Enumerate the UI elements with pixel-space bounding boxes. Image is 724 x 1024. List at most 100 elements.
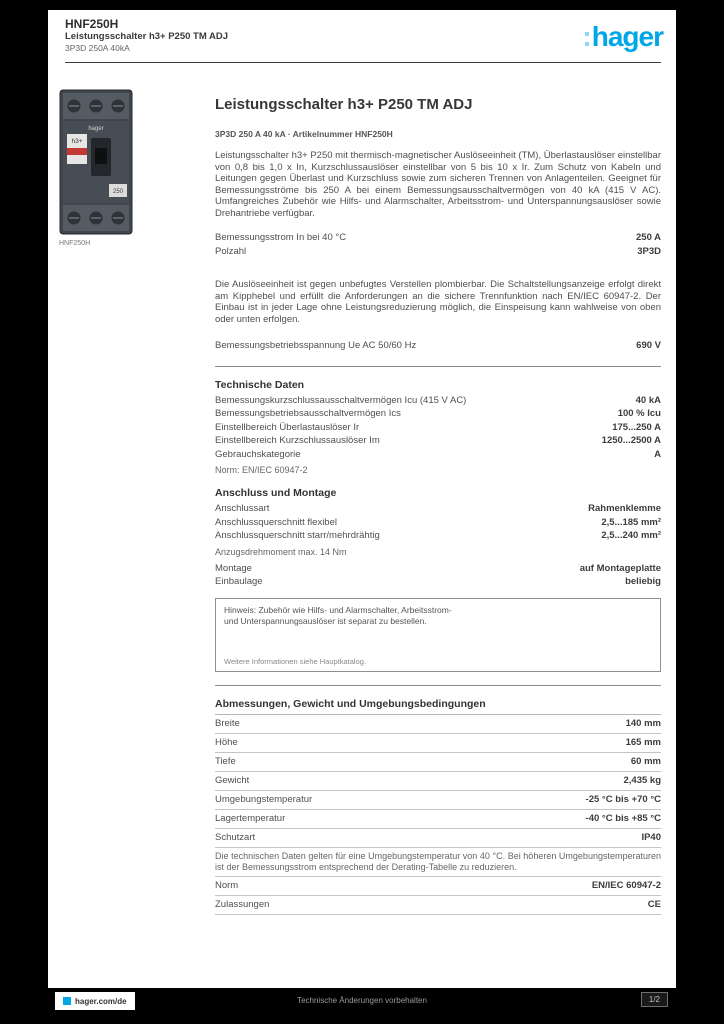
spec-value: A [654, 448, 661, 460]
accessory-note-footer: Weitere Informationen siehe Hauptkatalog… [224, 656, 367, 666]
section-divider [215, 365, 661, 367]
spec-value: 40 kA [635, 394, 661, 406]
spec-value: auf Montageplatte [579, 562, 661, 574]
spec-row: Bemessungsbetriebsspannung Ue AC 50/60 H… [215, 340, 661, 353]
footer-website-text: hager.com/de [75, 996, 127, 1006]
table-cell-label: Gewicht [215, 774, 250, 786]
section-title-technical: Technische Daten [215, 378, 305, 391]
table-cell-label: Norm [215, 879, 239, 891]
spec-row: Anschlussart Rahmenklemme [215, 503, 661, 516]
table-cell-value: EN/IEC 60947-2 [591, 879, 661, 891]
table-cell-value: 60 mm [630, 755, 661, 767]
product-description-2: Die Auslöseeinheit ist gegen unbefugtes … [215, 279, 661, 325]
section-divider [215, 684, 661, 686]
table-cell-value: -40 °C bis +85 °C [585, 812, 661, 824]
spec-row: Einbaulage beliebig [215, 576, 661, 589]
table-cell-value: 2,435 kg [623, 774, 662, 786]
spec-value: 175...250 A [612, 421, 661, 433]
table-cell-value: -25 °C bis +70 °C [585, 793, 661, 805]
spec-row: Montage auf Montageplatte [215, 563, 661, 576]
spec-value: Rahmenklemme [588, 503, 661, 514]
spec-value: 2,5...185 mm² [601, 516, 661, 528]
page-title: Leistungsschalter h3+ P250 TM ADJ [215, 96, 473, 113]
spec-row: Bemessungskurzschlussausschaltvermögen I… [215, 395, 661, 408]
hager-logo-text: hager [591, 21, 664, 52]
table-row: Breite 140 mm [215, 715, 661, 734]
spec-label: Bemessungskurzschlussausschaltvermögen I… [215, 394, 467, 406]
figure-caption: HNF250H [59, 240, 91, 247]
breaker-rating-label: 250 [113, 189, 124, 195]
spec-row: Polzahl 3P3D [215, 246, 661, 259]
table-cell-label: Zulassungen [215, 898, 270, 910]
spec-row: Anschlussquerschnitt starr/mehrdrähtig 2… [215, 530, 661, 543]
footer-disclaimer: Technische Änderungen vorbehalten [297, 996, 427, 1005]
hager-footer-logo-icon [63, 997, 71, 1005]
header-title-block: HNF250H Leistungsschalter h3+ P250 TM AD… [65, 17, 228, 54]
spec-value: 690 V [636, 340, 661, 351]
spec-row: Gebrauchskategorie A [215, 449, 661, 462]
dimensions-table: Breite 140 mm Höhe 165 mm Tiefe 60 mm Ge… [215, 713, 661, 915]
spec-label: Anschlussquerschnitt flexibel [215, 516, 337, 528]
spec-label: Einstellbereich Überlastauslöser Ir [215, 421, 360, 433]
spec-value: beliebig [625, 576, 661, 587]
product-title-line1: Leistungsschalter h3+ P250 TM ADJ [65, 31, 229, 42]
spec-label: Bemessungsbetriebsausschaltvermögen Ics [215, 408, 401, 419]
spec-value: 250 A [636, 232, 661, 243]
spec-label: Gebrauchskategorie [215, 448, 301, 460]
table-row: Umgebungstemperatur -25 °C bis +70 °C [215, 791, 661, 810]
product-reference: HNF250H [65, 17, 119, 31]
spec-label: Anschlussquerschnitt starr/mehrdrähtig [215, 530, 380, 541]
connection-rows: Anschlussart Rahmenklemme Anschlussquers… [215, 503, 661, 543]
spec-row: Anschlussquerschnitt flexibel 2,5...185 … [215, 517, 661, 530]
spec-row: Einstellbereich Überlastauslöser Ir 175.… [215, 422, 661, 435]
breaker-series-label: h3+ [71, 138, 82, 145]
section-title-connection: Anschluss und Montage [215, 487, 337, 499]
header-divider [65, 62, 661, 63]
spec-value: 1250...2500 A [601, 435, 661, 446]
table-cell-value: IP40 [641, 831, 661, 843]
table-row: Schutzart IP40 [215, 829, 661, 848]
spec-row: Bemessungsbetriebsausschaltvermögen Ics … [215, 408, 661, 421]
table-cell-label: Breite [215, 717, 240, 729]
table-row: Höhe 165 mm [215, 734, 661, 753]
table-row: Zulassungen CE [215, 896, 661, 915]
spec-label: Polzahl [215, 245, 247, 257]
spec-value: 2,5...240 mm² [601, 530, 661, 541]
spec-label: Anschlussart [215, 503, 270, 514]
spec-label: Einstellbereich Kurzschlussauslöser Im [215, 435, 380, 446]
mounting-rows: Montage auf Montageplatte Einbaulage bel… [215, 563, 661, 589]
spec-value: 3P3D [637, 245, 661, 257]
footer-page-number: 1/2 [640, 992, 668, 1007]
table-cell-value: 140 mm [625, 717, 661, 729]
table-cell-label: Lagertemperatur [215, 812, 286, 824]
spec-label: Bemessungsbetriebsspannung Ue AC 50/60 H… [215, 340, 417, 351]
product-title-line2: 3P3D 250A 40kA [65, 43, 130, 53]
accessory-note-line1: Hinweis: Zubehör wie Hilfs- und Alarmsch… [224, 604, 452, 615]
spec-row: Einstellbereich Kurzschlussauslöser Im 1… [215, 435, 661, 448]
table-row: Gewicht 2,435 kg [215, 772, 661, 791]
product-description: Leistungsschalter h3+ P250 mit thermisch… [215, 150, 661, 219]
page-subtitle: 3P3D 250 A 40 kA · Artikelnummer HNF250H [215, 129, 393, 139]
torque-note: Anzugsdrehmoment max. 14 Nm [215, 546, 347, 557]
hager-logo-colon: : [582, 21, 591, 52]
spec-rows-primary: Bemessungsstrom In bei 40 °C 250 A Polza… [215, 232, 661, 258]
table-cell-value: CE [647, 898, 661, 910]
table-cell-label: Umgebungstemperatur [215, 793, 313, 805]
table-cell-value: 165 mm [625, 736, 661, 748]
table-row: Norm EN/IEC 60947-2 [215, 877, 661, 896]
circuit-breaker-image: hager h3+ 250 [59, 89, 133, 235]
hager-logo: :hager [582, 21, 664, 52]
table-note-row: Die technischen Daten gelten für eine Um… [215, 848, 661, 877]
table-cell-label: Höhe [215, 736, 238, 748]
table-cell-label: Tiefe [215, 755, 236, 767]
footer-website-link[interactable]: hager.com/de [55, 992, 135, 1010]
breaker-brand-text: hager [88, 126, 103, 132]
spec-label: Einbaulage [215, 576, 263, 587]
spec-label: Montage [215, 562, 252, 574]
accessory-note-box: Hinweis: Zubehör wie Hilfs- und Alarmsch… [215, 597, 661, 672]
product-figure: hager h3+ 250 HNF250H [57, 88, 177, 247]
spec-row: Bemessungsstrom In bei 40 °C 250 A [215, 232, 661, 245]
technical-rows: Bemessungskurzschlussausschaltvermögen I… [215, 395, 661, 462]
standard-note: Norm: EN/IEC 60947-2 [215, 465, 308, 475]
